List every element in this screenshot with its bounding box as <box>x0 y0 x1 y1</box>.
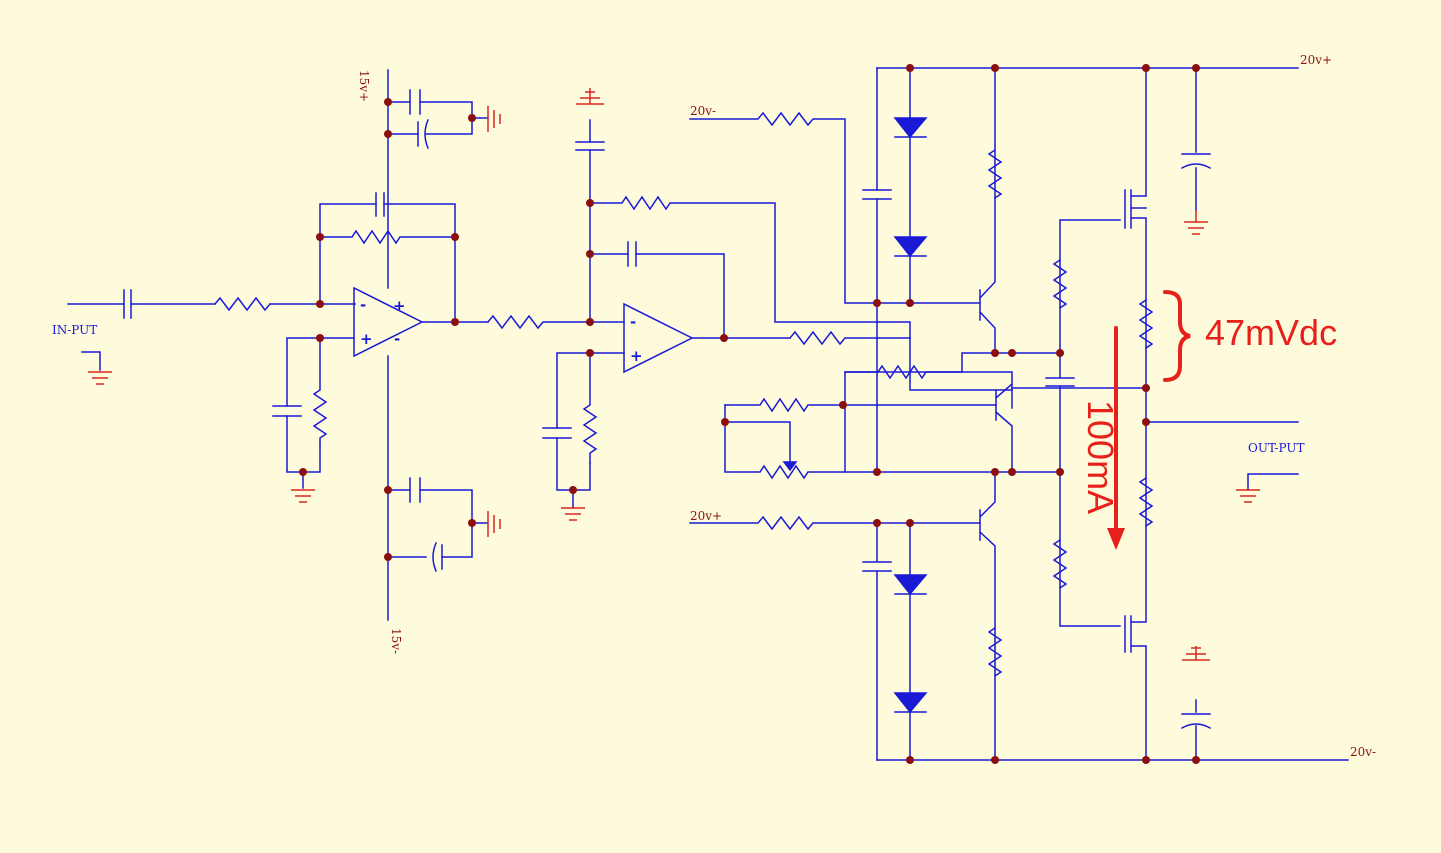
rail-15v-negative-decoupling: 15v- <box>387 477 489 654</box>
top-driver-transistor <box>978 67 1003 354</box>
junction-dot <box>1056 468 1064 476</box>
bottom-bias-input: 20v+ <box>689 509 981 531</box>
svg-text:+: + <box>630 347 643 365</box>
bottom-driver-transistor <box>978 471 1003 761</box>
bottom-diode-string <box>862 522 928 761</box>
ground-icon <box>561 507 585 521</box>
output-label: OUT-PUT <box>1248 441 1304 455</box>
junction-dot <box>906 64 914 72</box>
junction-dot <box>906 299 914 307</box>
bottom-rail: 20v- <box>876 745 1376 761</box>
driver-resistor <box>788 330 911 346</box>
output-node: OUT-PUT <box>1145 421 1304 491</box>
junction-dot <box>1142 384 1150 392</box>
junction-dot <box>1008 468 1016 476</box>
rail-15v-negative-label: 15v- <box>389 628 403 654</box>
ground-icon <box>291 489 315 503</box>
opamp-2-bias <box>542 352 598 509</box>
ground-icon <box>487 106 501 132</box>
opamp-2: - + <box>589 302 791 374</box>
junction-dot <box>873 519 881 527</box>
opamp-1-bias <box>272 337 328 489</box>
top-rail: 20v+ <box>862 53 1332 304</box>
rail-20v-negative-top-label: 20v- <box>690 104 716 118</box>
input-stage: IN-PUT <box>52 289 356 371</box>
ground-icon <box>1182 646 1210 661</box>
junction-dot <box>720 334 728 342</box>
junction-dot <box>1142 756 1150 764</box>
junction-dot <box>1192 756 1200 764</box>
junction-dot <box>586 318 594 326</box>
svg-text:-: - <box>630 313 636 331</box>
junction-dot <box>569 486 577 494</box>
junction-dot <box>299 468 307 476</box>
junction-dot <box>468 519 476 527</box>
current-reading: 100mA <box>1080 400 1121 514</box>
brace-icon <box>1163 290 1191 382</box>
junction-dot <box>873 468 881 476</box>
junction-dot <box>873 299 881 307</box>
svg-text:+: + <box>393 297 406 315</box>
svg-text:-: - <box>394 330 400 348</box>
junction-dot <box>1192 64 1200 72</box>
junction-dot <box>906 519 914 527</box>
ground-symbols <box>88 88 1260 661</box>
junction-dot <box>451 233 459 241</box>
top-bias-input: 20v- <box>689 104 981 304</box>
ground-icon <box>88 371 112 385</box>
junction-dot <box>1008 349 1016 357</box>
opamp-2-feedback <box>575 119 1013 391</box>
top-output-decoupling <box>1180 67 1212 211</box>
junction-dot <box>316 233 324 241</box>
junction-dot <box>586 250 594 258</box>
junction-dot <box>384 130 392 138</box>
upper-mosfet <box>1052 67 1154 423</box>
junction-dot <box>991 349 999 357</box>
svg-text:+: + <box>360 330 373 348</box>
junction-dot <box>586 199 594 207</box>
junction-dot <box>991 756 999 764</box>
rail-15v-positive-decoupling: 15v+ <box>357 70 489 149</box>
rail-20v-positive-top-label: 20v+ <box>1300 53 1332 67</box>
input-resistor <box>213 296 272 312</box>
lower-mosfet <box>1011 387 1154 761</box>
ground-icon <box>1184 210 1208 235</box>
junction-dot <box>468 114 476 122</box>
svg-text:-: - <box>360 296 366 314</box>
junction-dot <box>384 98 392 106</box>
junction-dot <box>1056 349 1064 357</box>
junction-dots <box>299 64 1200 764</box>
junction-dot <box>1142 64 1150 72</box>
junction-dot <box>316 334 324 342</box>
voltage-reading: 47mVdc <box>1205 312 1337 353</box>
current-annotation: 100mA <box>1080 326 1125 550</box>
junction-dot <box>839 401 847 409</box>
voltage-annotation: 47mVdc <box>1163 290 1337 382</box>
junction-dot <box>384 486 392 494</box>
bias-network <box>724 302 1075 480</box>
input-capacitor <box>123 289 132 319</box>
top-diode-string <box>893 67 928 304</box>
bottom-output-decoupling <box>1180 699 1212 761</box>
rail-15v-positive-label: 15v+ <box>357 70 371 102</box>
arrow-down-icon <box>1107 528 1125 550</box>
input-label: IN-PUT <box>52 323 97 337</box>
junction-dot <box>1142 418 1150 426</box>
junction-dot <box>721 418 729 426</box>
junction-dot <box>384 553 392 561</box>
ground-icon <box>487 511 501 537</box>
rail-20v-positive-mid-label: 20v+ <box>690 509 722 523</box>
junction-dot <box>991 468 999 476</box>
junction-dot <box>991 64 999 72</box>
ground-icon <box>576 88 604 105</box>
junction-dot <box>906 756 914 764</box>
rail-20v-negative-bottom-label: 20v- <box>1350 745 1376 759</box>
ground-icon <box>1236 489 1260 503</box>
junction-dot <box>586 349 594 357</box>
junction-dot <box>451 318 459 326</box>
junction-dot <box>316 300 324 308</box>
opamp-1: - + + - <box>319 69 424 621</box>
